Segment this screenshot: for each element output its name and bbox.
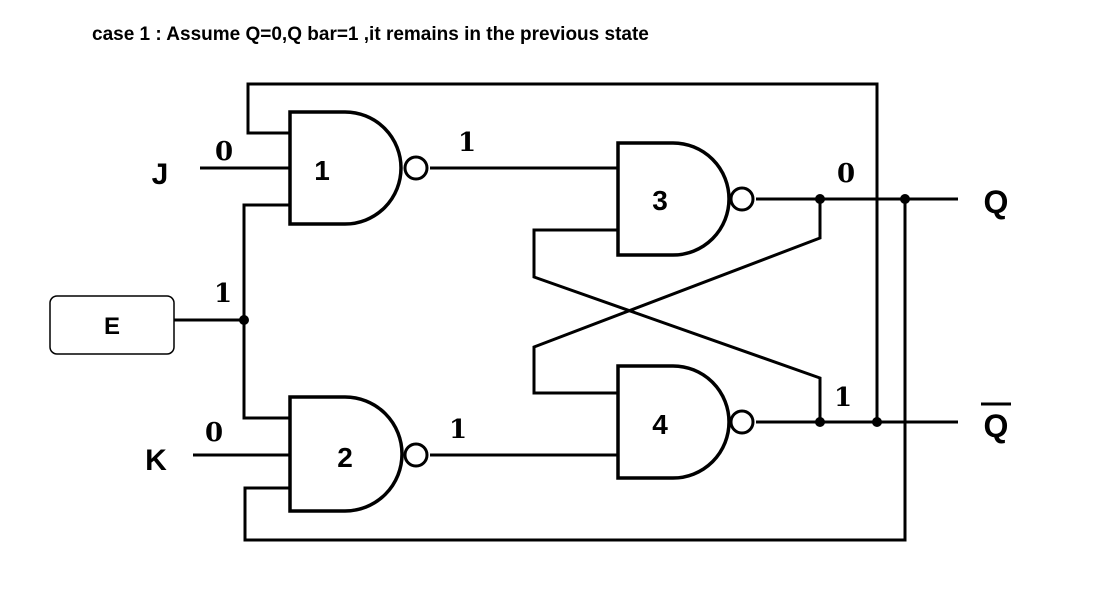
nand-gate-1: 1 bbox=[288, 110, 429, 226]
diagram-title: case 1 : Assume Q=0,Q bar=1 ,it remains … bbox=[92, 24, 649, 45]
qbar-output-label: Q bbox=[984, 408, 1009, 444]
gate2-output-value: 1 bbox=[449, 415, 467, 445]
gate-1-label: 1 bbox=[314, 155, 330, 186]
qbar-value: 1 bbox=[834, 383, 852, 413]
qbar-cross-feedback-wire bbox=[532, 228, 822, 422]
enable-vertical-wire bbox=[242, 203, 290, 420]
nand-gate-3: 3 bbox=[616, 141, 755, 257]
j-input-label: J bbox=[152, 158, 169, 191]
q-output-label: Q bbox=[984, 184, 1009, 220]
q-value: 0 bbox=[837, 159, 855, 189]
q-cross-feedback-wire bbox=[532, 199, 822, 395]
gate1-output-value: 1 bbox=[458, 128, 476, 158]
enable-value: 1 bbox=[214, 279, 232, 309]
enable-input-box: E bbox=[49, 295, 175, 355]
nand-gate-4: 4 bbox=[616, 364, 755, 480]
qbar-feedback-wire bbox=[243, 199, 907, 542]
enable-junction-dot bbox=[239, 315, 249, 325]
qbar-feedback-junction-dot bbox=[872, 417, 882, 427]
k-value: 0 bbox=[205, 418, 223, 448]
gate-2-label: 2 bbox=[337, 442, 353, 473]
q-feedback-junction-dot bbox=[900, 194, 910, 204]
k-input-label: K bbox=[145, 444, 167, 477]
gate-4-label: 4 bbox=[652, 409, 668, 440]
j-value: 0 bbox=[215, 137, 233, 167]
q-junction-dot bbox=[815, 194, 825, 204]
nand-gate-2: 2 bbox=[288, 395, 429, 513]
q-feedback-wire bbox=[246, 82, 879, 422]
gate-3-label: 3 bbox=[652, 185, 668, 216]
qbar-junction-dot bbox=[815, 417, 825, 427]
enable-label: E bbox=[104, 313, 120, 340]
